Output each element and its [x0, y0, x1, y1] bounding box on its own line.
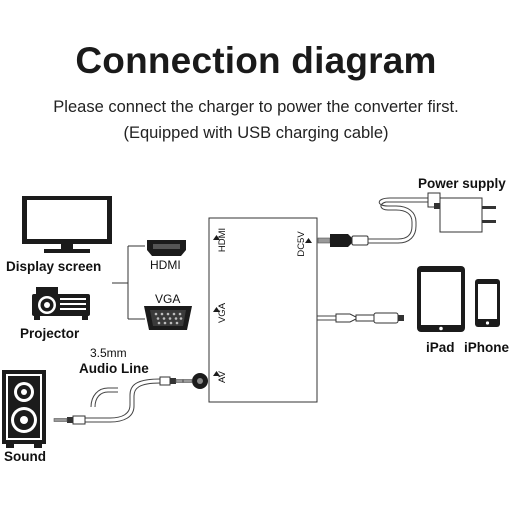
- power-supply-label: Power supply: [418, 176, 506, 191]
- output-bracket: [112, 245, 145, 320]
- display-screen-label: Display screen: [6, 259, 102, 274]
- port-label-vga: VGA: [217, 302, 228, 323]
- ipad-label: iPad: [426, 340, 455, 355]
- converter-box: [208, 217, 318, 403]
- audio-size-label: 3.5mm: [90, 346, 127, 360]
- power-cable: [368, 197, 428, 244]
- monitor-icon: [22, 196, 112, 253]
- dc-plug-icon: [317, 234, 369, 247]
- iphone-icon: [475, 279, 500, 327]
- ipad-icon: [417, 266, 465, 332]
- audio-line-label: Audio Line: [79, 361, 149, 376]
- hdmi-plug-icon: [147, 240, 186, 256]
- audio-plug-icon: [159, 376, 193, 386]
- diagram-title: Connection diagram: [75, 40, 437, 81]
- power-adapter-icon: [427, 192, 496, 233]
- audio-plug-speaker-icon: [53, 415, 86, 425]
- projector-label: Projector: [20, 326, 80, 341]
- port-label-hdmi: HDMI: [217, 228, 228, 252]
- iphone-label: iPhone: [464, 340, 510, 355]
- av-jack-icon: [192, 373, 208, 389]
- subtitle-line-2: (Equipped with USB charging cable): [123, 124, 389, 142]
- projector-icon: [32, 287, 90, 320]
- vga-label: VGA: [155, 292, 181, 306]
- port-label-dc: DC5V: [296, 231, 307, 257]
- hdmi-label: HDMI: [150, 258, 181, 272]
- port-label-av: AV: [217, 370, 228, 383]
- audio-cable: [85, 378, 161, 423]
- subtitle-line-1: Please connect the charger to power the …: [53, 98, 459, 116]
- speaker-icon: [2, 370, 46, 448]
- sound-label: Sound: [4, 449, 46, 464]
- lightning-cable: [317, 312, 404, 324]
- port-arrows: [213, 235, 312, 376]
- vga-plug-icon: [144, 306, 192, 330]
